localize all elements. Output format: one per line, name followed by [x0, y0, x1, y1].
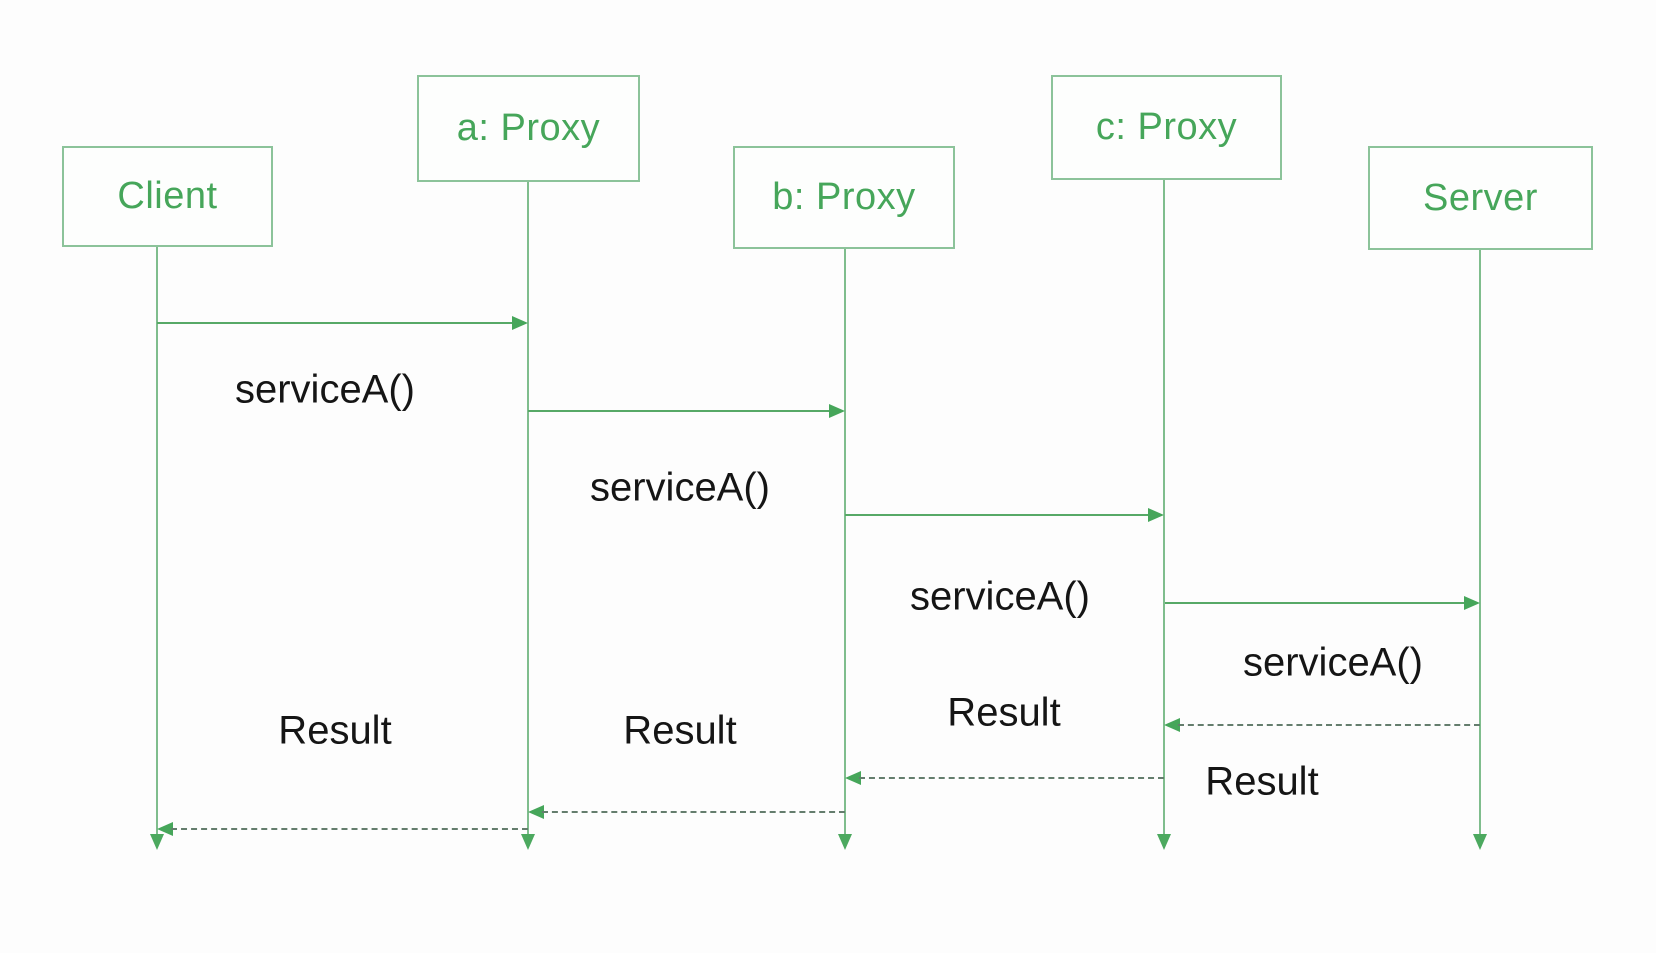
call-arrow-proxy-b-to-proxy-c — [845, 514, 1148, 516]
return-arrow-server-to-proxy-c — [1178, 724, 1480, 726]
actor-box-client: Client — [62, 146, 273, 247]
return-label-3: Result — [623, 708, 737, 753]
arrowhead-right-icon — [1148, 508, 1164, 522]
call-arrow-proxy-c-to-server — [1165, 602, 1464, 604]
actor-box-server: Server — [1368, 146, 1593, 250]
return-label-1: Result — [1205, 759, 1319, 804]
return-arrow-proxy-a-to-client — [171, 828, 528, 830]
arrowhead-left-icon — [1164, 718, 1180, 732]
arrowhead-right-icon — [512, 316, 528, 330]
return-label-4: Result — [278, 708, 392, 753]
lifeline-proxy-b — [844, 249, 846, 836]
lifeline-proxy-c — [1163, 180, 1165, 836]
arrowhead-down-icon — [521, 834, 535, 850]
arrowhead-down-icon — [1157, 834, 1171, 850]
arrowhead-left-icon — [528, 805, 544, 819]
call-label-3: serviceA() — [909, 574, 1091, 619]
arrowhead-left-icon — [157, 822, 173, 836]
actor-box-proxy-c: c: Proxy — [1051, 75, 1282, 180]
call-arrow-client-to-proxy-a — [157, 322, 512, 324]
actor-label-proxy-c: c: Proxy — [1095, 106, 1238, 148]
lifeline-proxy-a — [527, 182, 529, 836]
actor-label-client: Client — [117, 175, 218, 217]
call-label-2: serviceA() — [589, 465, 771, 510]
call-label-4: serviceA() — [1242, 640, 1424, 685]
arrowhead-right-icon — [829, 404, 845, 418]
lifeline-server — [1479, 250, 1481, 836]
return-label-2: Result — [947, 690, 1061, 735]
arrowhead-down-icon — [838, 834, 852, 850]
return-arrow-proxy-b-to-proxy-a — [542, 811, 845, 813]
arrowhead-down-icon — [150, 834, 164, 850]
arrowhead-down-icon — [1473, 834, 1487, 850]
arrowhead-right-icon — [1464, 596, 1480, 610]
actor-box-proxy-b: b: Proxy — [733, 146, 955, 249]
lifeline-client — [156, 247, 158, 836]
actor-label-server: Server — [1423, 176, 1538, 219]
call-arrow-proxy-a-to-proxy-b — [528, 410, 829, 412]
return-arrow-proxy-c-to-proxy-b — [859, 777, 1164, 779]
call-label-1: serviceA() — [234, 367, 416, 412]
actor-label-proxy-a: a: Proxy — [456, 107, 601, 149]
actor-label-proxy-b: b: Proxy — [772, 176, 916, 218]
arrowhead-left-icon — [845, 771, 861, 785]
actor-box-proxy-a: a: Proxy — [417, 75, 640, 182]
